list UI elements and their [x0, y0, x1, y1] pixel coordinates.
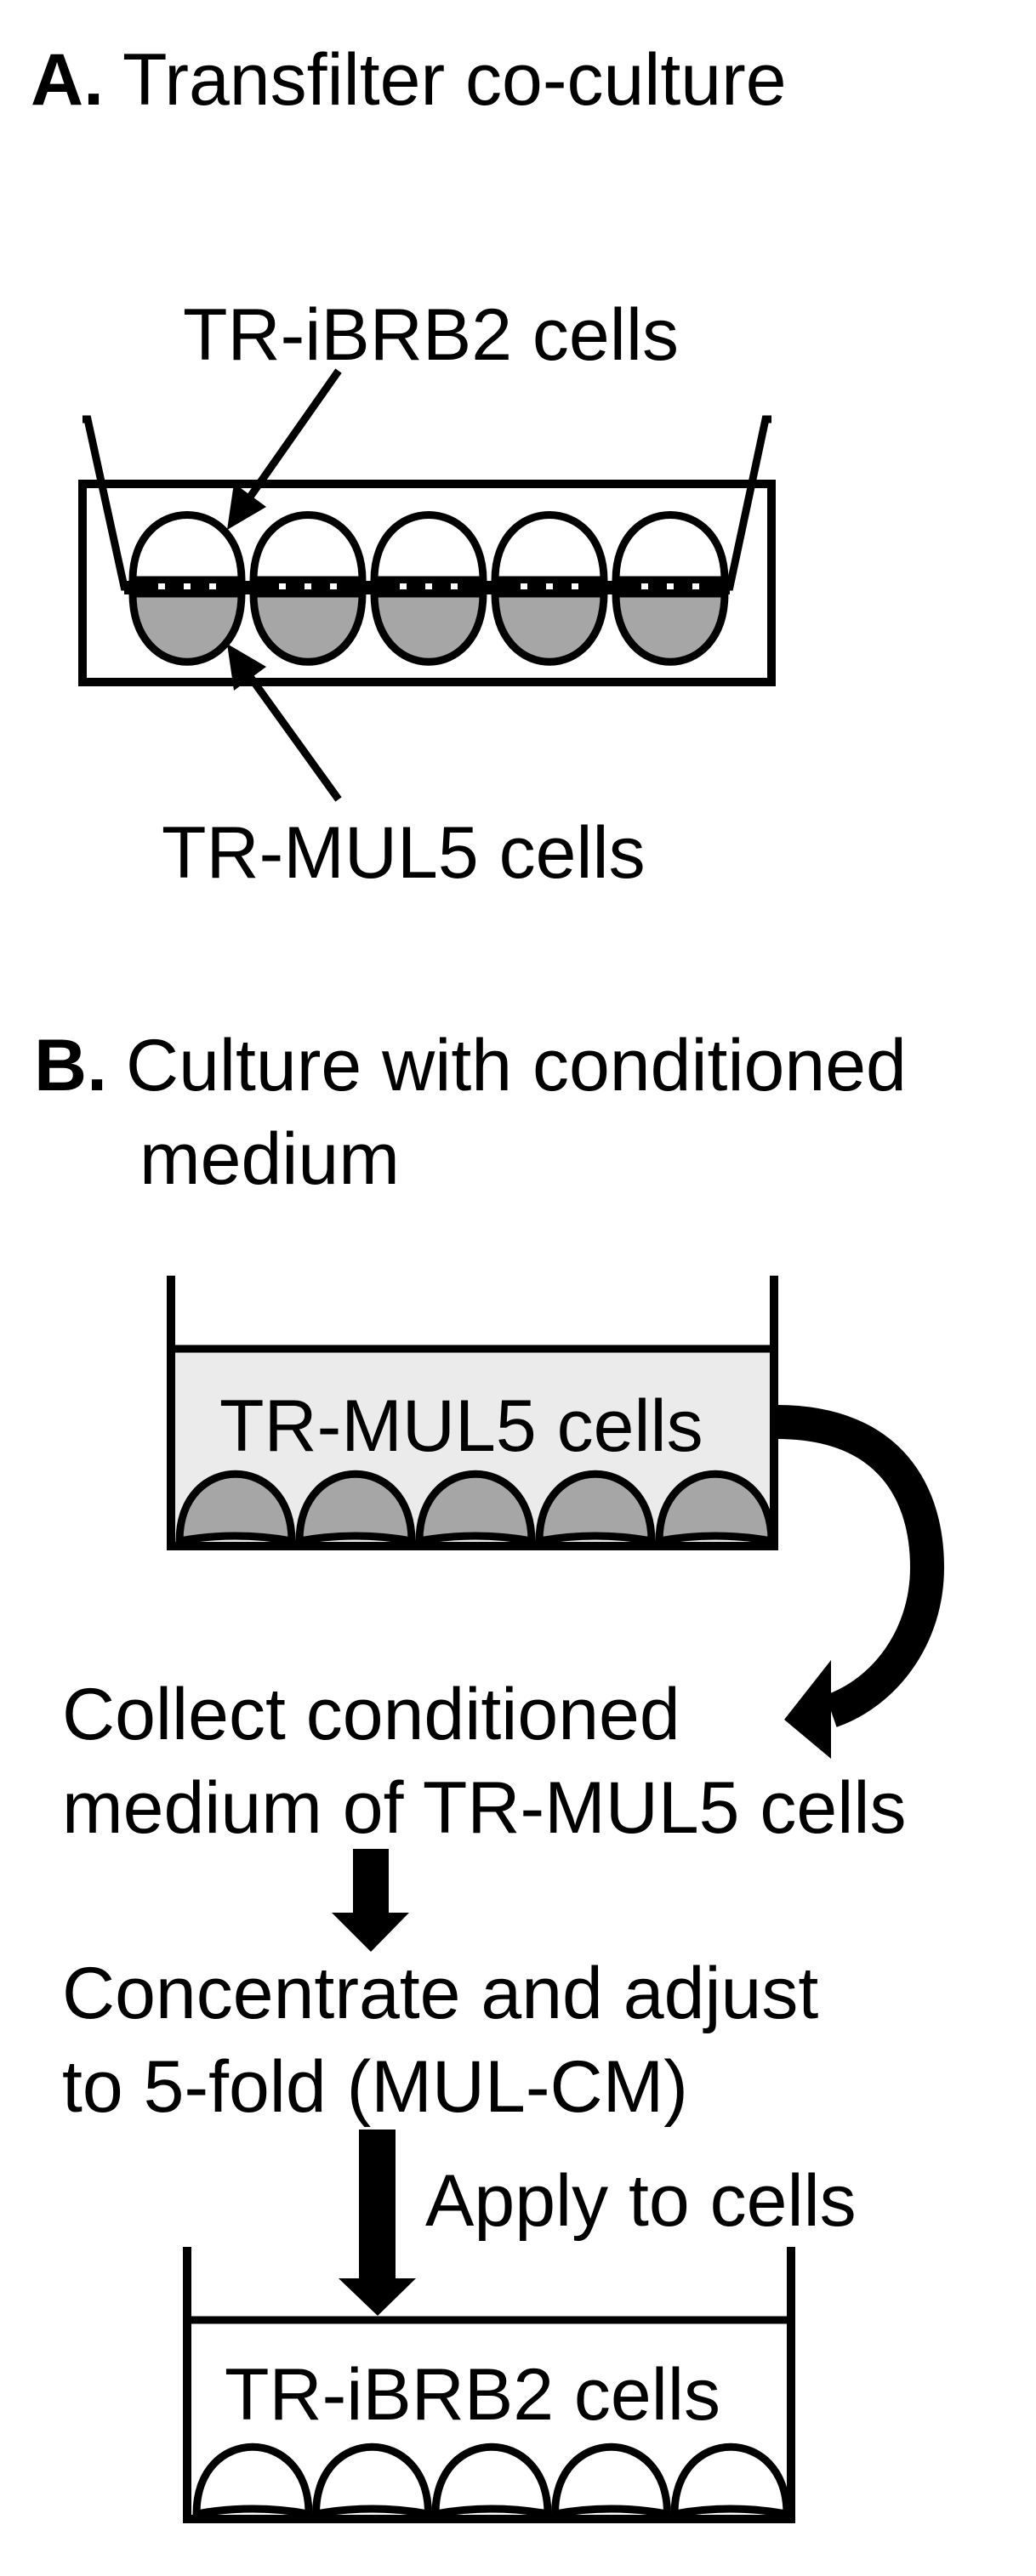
membrane-pore [279, 583, 286, 589]
membrane-pore [572, 583, 578, 589]
membrane-pore [158, 583, 165, 589]
tr-mul5-cell [535, 1470, 656, 1546]
membrane-pore [184, 583, 191, 589]
target-tr-ibrb2-cells [192, 2442, 791, 2519]
membrane-pore [305, 583, 311, 589]
tr-mul5-cell [655, 1470, 776, 1546]
membrane-pore [400, 583, 407, 589]
source-well-label: TR-MUL5 cells [219, 1385, 703, 1467]
step-concentrate-line1: Concentrate and adjust [62, 1953, 818, 2034]
source-well: TR-MUL5 cells [167, 1276, 778, 1550]
source-tr-mul5-cells [175, 1470, 776, 1546]
panel-b-title: B.Culture with conditioned [34, 1025, 907, 1106]
panel-a: A.Transfilter co-culture TR-iBRB2 cells … [31, 39, 787, 894]
tr-ibrb2-cell [249, 511, 367, 584]
membrane-pore [521, 583, 527, 589]
membrane-pore [667, 583, 674, 589]
tr-mul5-cell [175, 1470, 296, 1546]
curved-arrow-collect [776, 1405, 945, 1759]
tr-mul5-cell [612, 589, 729, 666]
tr-ibrb2-cell [431, 2442, 552, 2519]
tr-ibrb2-cells-group [128, 511, 729, 584]
tr-ibrb2-cell [550, 2442, 672, 2519]
panel-b-label: B. [34, 1025, 107, 1106]
membrane-pore [425, 583, 432, 589]
membrane-pore [641, 583, 648, 589]
step-concentrate-line2: to 5-fold (MUL-CM) [62, 2046, 688, 2128]
tr-mul5-cells-group [128, 589, 729, 666]
tr-mul5-label: TR-MUL5 cells [162, 812, 646, 894]
membrane-pore [330, 583, 337, 589]
step-collect-line2: medium of TR-MUL5 cells [62, 1767, 906, 1849]
tr-ibrb2-cell [311, 2442, 433, 2519]
step-collect-line1: Collect conditioned [62, 1674, 680, 1755]
tr-ibrb2-cell [670, 2442, 791, 2519]
tr-mul5-cell [491, 589, 608, 666]
target-well-label: TR-iBRB2 cells [225, 2354, 720, 2436]
tr-mul5-cell [415, 1470, 536, 1546]
panel-b: B.Culture with conditioned medium TR-MUL… [34, 1025, 945, 2523]
membrane-pore [209, 583, 216, 589]
tr-mul5-cell [295, 1470, 416, 1546]
pointer-arrow-mul5 [227, 644, 342, 802]
membrane-pore [451, 583, 458, 589]
down-arrow-concentrate [332, 1849, 409, 1952]
tr-ibrb2-cell [128, 511, 246, 584]
porous-membrane [124, 581, 730, 594]
tr-ibrb2-cell [612, 511, 729, 584]
pointer-arrow-ibrb2 [227, 368, 342, 530]
target-well-walls [183, 2247, 795, 2523]
membrane-pore [546, 583, 553, 589]
tr-mul5-cell [249, 589, 367, 666]
tr-ibrb2-cell [491, 511, 608, 584]
tr-ibrb2-label: TR-iBRB2 cells [183, 294, 679, 376]
panel-a-label: A. [31, 39, 104, 121]
panel-b-title-line1: Culture with conditioned [126, 1025, 907, 1106]
membrane-pore [692, 583, 699, 589]
panel-a-title-text: Transfilter co-culture [122, 39, 787, 121]
panel-b-title-line2: medium [139, 1118, 400, 1200]
apply-label: Apply to cells [425, 2160, 857, 2242]
down-arrow-apply [339, 2130, 416, 2316]
tr-mul5-cell [128, 589, 246, 666]
tr-ibrb2-cell [370, 511, 487, 584]
tr-ibrb2-cell [192, 2442, 313, 2519]
outer-well [78, 480, 776, 686]
source-well-walls [167, 1276, 778, 1550]
panel-a-title: A.Transfilter co-culture [31, 39, 787, 121]
target-well: TR-iBRB2 cells [183, 2247, 795, 2523]
tr-mul5-cell [370, 589, 487, 666]
